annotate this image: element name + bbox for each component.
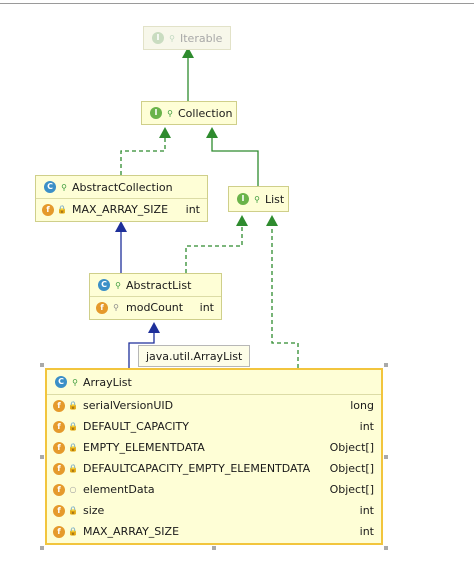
field-row[interactable]: f 🔒 MAX_ARRAY_SIZE int — [47, 521, 381, 542]
protected-key-icon: ⚲ — [113, 303, 119, 312]
field-row[interactable]: f 🔒 EMPTY_ELEMENTDATA Object[] — [47, 437, 381, 458]
static-field-icon: f — [53, 462, 65, 475]
selection-handle[interactable] — [40, 455, 44, 459]
field-row[interactable]: f 🔒 DEFAULTCAPACITY_EMPTY_ELEMENTDATA Ob… — [47, 458, 381, 479]
node-arraylist[interactable]: C ⚲ ArrayList f 🔒 serialVersionUID long … — [45, 368, 383, 545]
node-abstractcollection-header: C ⚲ AbstractCollection — [36, 176, 207, 199]
private-lock-icon: 🔒 — [68, 401, 78, 410]
node-iterable[interactable]: I ⚲ Iterable — [143, 26, 231, 50]
field-name: DEFAULT_CAPACITY — [83, 420, 189, 433]
field-row[interactable]: f 🔒 serialVersionUID long — [47, 395, 381, 416]
private-lock-icon: 🔒 — [57, 205, 67, 214]
private-lock-icon: 🔒 — [68, 464, 78, 473]
field-row[interactable]: f 🔒 size int — [47, 500, 381, 521]
node-abstractlist[interactable]: C ⚲ AbstractList f ⚲ modCount int — [89, 273, 222, 320]
arrowhead-iterable — [182, 47, 194, 58]
selection-handle[interactable] — [384, 363, 388, 367]
static-field-icon: f — [42, 203, 54, 216]
field-row[interactable]: f 🔒 DEFAULT_CAPACITY int — [47, 416, 381, 437]
public-visibility-icon: ⚲ — [167, 108, 173, 118]
top-divider — [0, 3, 474, 4]
node-arraylist-header: C ⚲ ArrayList — [47, 370, 381, 395]
selection-handle[interactable] — [40, 546, 44, 550]
class-icon: C — [44, 181, 56, 193]
private-lock-icon: 🔒 — [68, 443, 78, 452]
class-icon: C — [55, 376, 67, 388]
selection-handle[interactable] — [40, 363, 44, 367]
node-abstractlist-header: C ⚲ AbstractList — [90, 274, 221, 297]
field-type: Object[] — [329, 483, 374, 496]
field-type: Object[] — [329, 441, 374, 454]
node-collection-name: Collection — [178, 106, 233, 120]
node-abstractcollection[interactable]: C ⚲ AbstractCollection f 🔒 MAX_ARRAY_SIZ… — [35, 175, 208, 222]
field-name: modCount — [126, 301, 184, 314]
field-name: DEFAULTCAPACITY_EMPTY_ELEMENTDATA — [83, 462, 311, 475]
static-field-icon: f — [53, 525, 65, 538]
public-visibility-icon: ⚲ — [72, 377, 78, 387]
node-collection[interactable]: I ⚲ Collection — [141, 101, 237, 125]
node-list-name: List — [265, 192, 285, 206]
arrowhead-collection-b — [206, 127, 218, 138]
edge-list-collection — [211, 136, 259, 186]
node-abstractlist-name: AbstractList — [126, 278, 192, 292]
node-abstractcollection-name: AbstractCollection — [72, 180, 173, 194]
private-lock-icon: 🔒 — [68, 422, 78, 431]
tooltip-text: java.util.ArrayList — [146, 349, 243, 363]
private-lock-icon: 🔒 — [68, 527, 78, 536]
node-arraylist-name: ArrayList — [83, 375, 132, 389]
arrowhead-abstractlist — [148, 322, 160, 333]
selection-handle[interactable] — [384, 546, 388, 550]
field-name: EMPTY_ELEMENTDATA — [83, 441, 205, 454]
field-type: int — [359, 525, 374, 538]
field-row[interactable]: f 🔒 MAX_ARRAY_SIZE int — [36, 199, 207, 220]
public-visibility-icon: ⚲ — [115, 280, 121, 290]
node-iterable-name: Iterable — [180, 31, 223, 45]
arrowhead-list-b — [266, 215, 278, 226]
field-type: int — [199, 301, 214, 314]
field-icon: f — [53, 483, 65, 496]
edge-arraylist-abstractlist — [128, 330, 155, 368]
class-icon: C — [98, 279, 110, 291]
field-name: MAX_ARRAY_SIZE — [72, 203, 169, 216]
selection-handle[interactable] — [384, 455, 388, 459]
interface-icon: I — [150, 107, 162, 119]
field-row[interactable]: f ⚲ modCount int — [90, 297, 221, 318]
arrowhead-collection-a — [159, 127, 171, 138]
edge-arraylist-list — [271, 224, 299, 368]
private-lock-icon: 🔒 — [68, 506, 78, 515]
edge-abstractlist-list — [185, 224, 243, 273]
public-visibility-icon: ⚲ — [169, 33, 175, 43]
field-name: size — [83, 504, 105, 517]
field-icon: f — [53, 504, 65, 517]
field-row[interactable]: f ○ elementData Object[] — [47, 479, 381, 500]
static-field-icon: f — [53, 399, 65, 412]
static-field-icon: f — [53, 420, 65, 433]
public-visibility-icon: ⚲ — [61, 182, 67, 192]
package-visibility-icon: ○ — [69, 485, 77, 494]
arrowhead-abstractcollection — [115, 221, 127, 232]
field-type: long — [350, 399, 374, 412]
static-field-icon: f — [53, 441, 65, 454]
edge-abstractcollection-collection — [120, 136, 166, 175]
interface-icon: I — [152, 32, 164, 44]
field-icon: f — [96, 301, 108, 314]
field-name: serialVersionUID — [83, 399, 174, 412]
node-list-header: I ⚲ List — [229, 187, 288, 211]
field-type: int — [185, 203, 200, 216]
node-list[interactable]: I ⚲ List — [228, 186, 289, 212]
class-tooltip: java.util.ArrayList — [138, 345, 251, 367]
field-name: elementData — [83, 483, 155, 496]
field-name: MAX_ARRAY_SIZE — [83, 525, 180, 538]
public-visibility-icon: ⚲ — [254, 194, 260, 204]
field-type: int — [359, 504, 374, 517]
interface-icon: I — [237, 193, 249, 205]
node-iterable-header: I ⚲ Iterable — [144, 27, 230, 49]
field-type: int — [359, 420, 374, 433]
arrowhead-list-a — [236, 215, 248, 226]
node-collection-header: I ⚲ Collection — [142, 102, 236, 124]
selection-handle[interactable] — [212, 546, 216, 550]
field-type: Object[] — [329, 462, 374, 475]
